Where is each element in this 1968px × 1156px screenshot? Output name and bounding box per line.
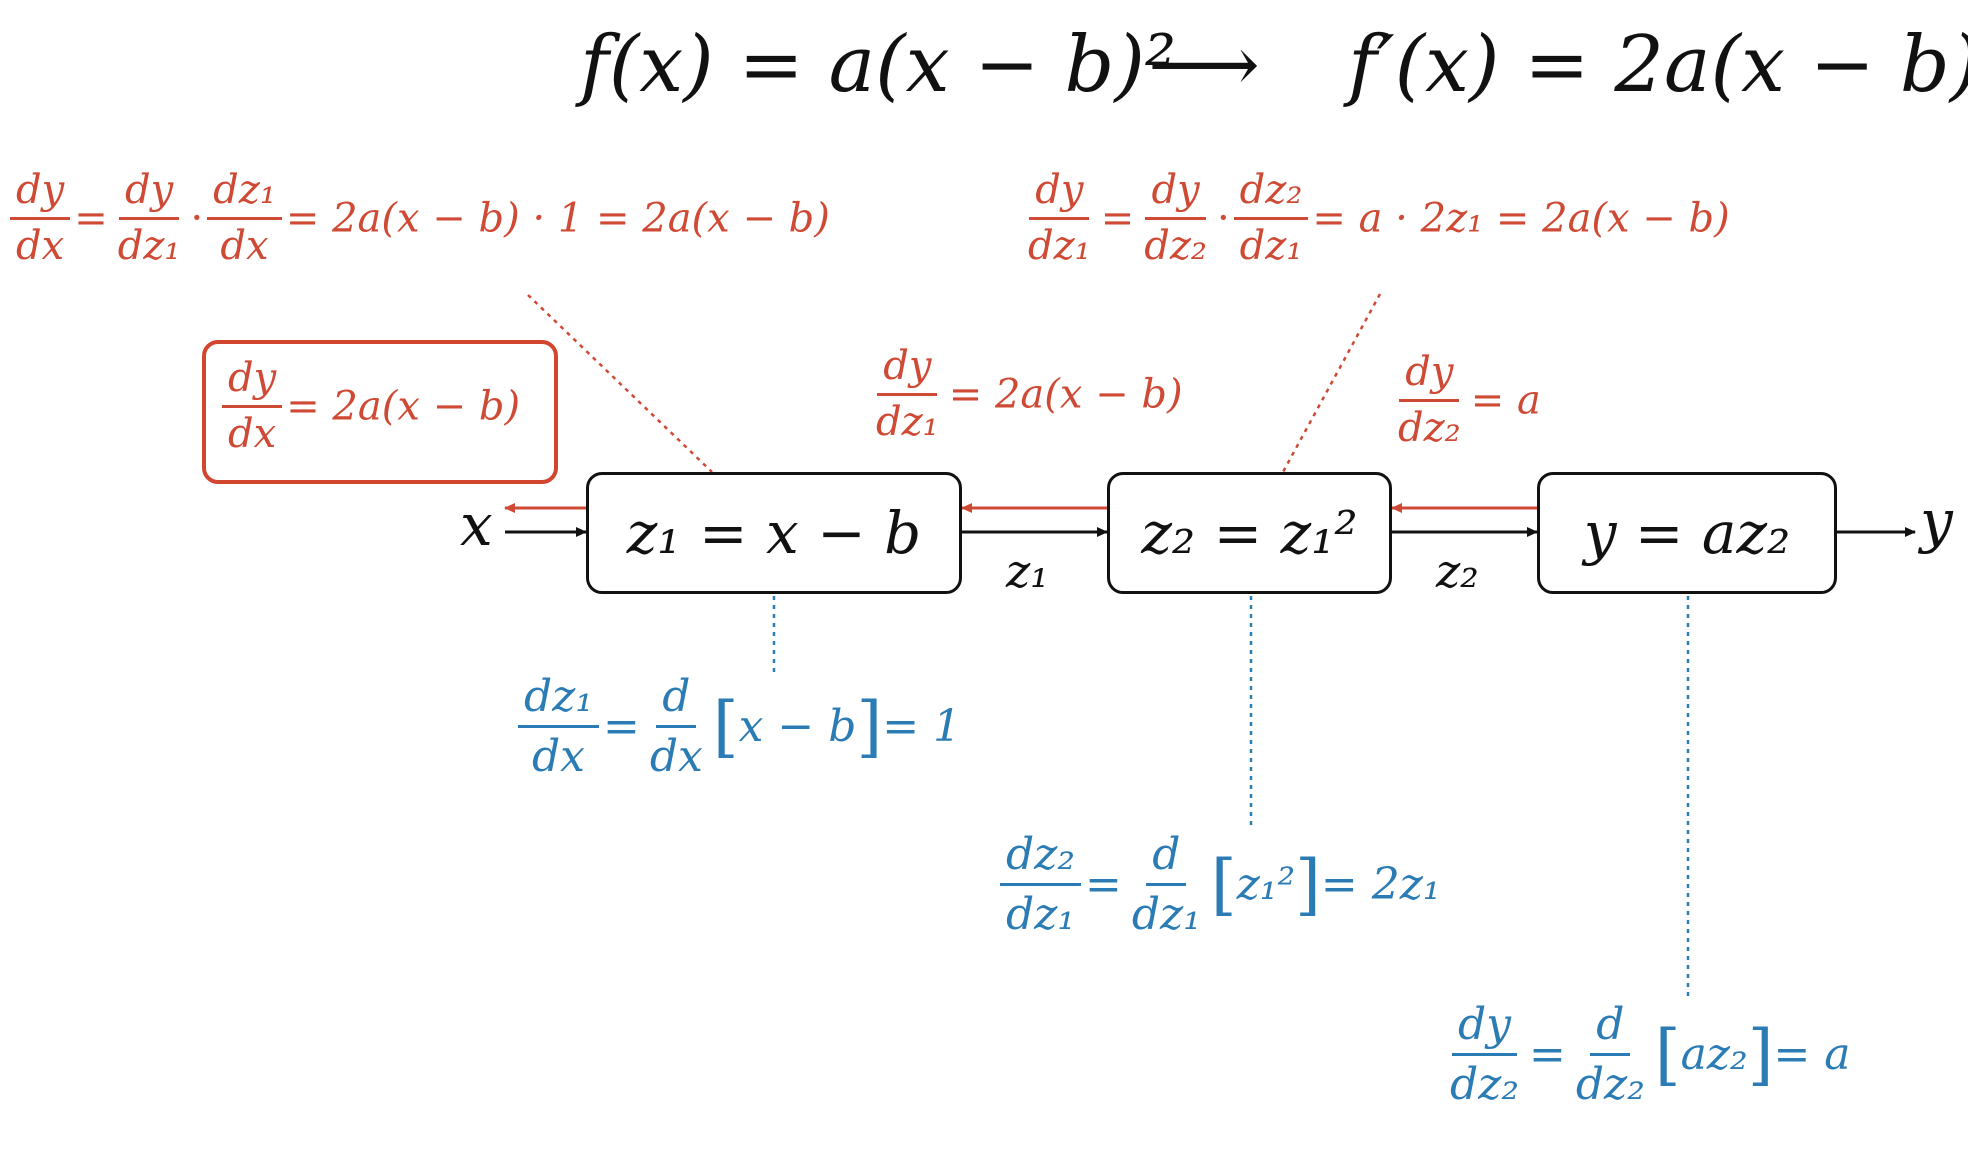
equals-sign: = bbox=[603, 700, 640, 752]
numerator: dz₂ bbox=[1233, 168, 1309, 220]
function-lhs: f(x) bbox=[580, 20, 714, 110]
final-gradient-highlight bbox=[202, 340, 558, 484]
numerator: dz₂ bbox=[1000, 830, 1081, 887]
chain-rule-result: = a · 2z₁ = 2a(x − b) bbox=[1312, 195, 1730, 242]
numerator: dz₁ bbox=[518, 672, 599, 729]
left-bracket: [ bbox=[1654, 1015, 1681, 1093]
node-y-expression: y = az₂ bbox=[1583, 499, 1791, 567]
denominator: dz₁ bbox=[117, 222, 181, 269]
denominator: dz₂ bbox=[1575, 1059, 1645, 1111]
function-formula: f(x) = a(x − b)² bbox=[580, 26, 1176, 104]
node-y: y = az₂ bbox=[1537, 472, 1837, 594]
final-gradient-value: = 2a(x − b) bbox=[286, 383, 521, 430]
denominator: dz₁ bbox=[1006, 889, 1075, 941]
implies-arrow: ⟶ bbox=[1148, 20, 1260, 110]
leader-red-right bbox=[1281, 293, 1382, 473]
numerator: dy bbox=[10, 168, 71, 220]
equals-sign: = bbox=[1085, 858, 1122, 910]
numerator: d bbox=[1146, 830, 1187, 887]
signal-z1-label: z₁ bbox=[1006, 544, 1049, 598]
gradient-value: = 2a(x − b) bbox=[948, 371, 1183, 418]
numerator: dy bbox=[1399, 350, 1460, 402]
node-z2-expression: z₂ = z₁² bbox=[1141, 499, 1358, 567]
local-derivative-value: = 1 bbox=[882, 700, 962, 752]
bracket-argument: az₂ bbox=[1680, 1028, 1748, 1080]
denominator: dz₁ bbox=[1239, 222, 1303, 269]
equals-sign: = bbox=[1529, 1028, 1566, 1080]
node-z1: z₁ = x − b bbox=[586, 472, 962, 594]
denominator: dz₁ bbox=[1131, 889, 1201, 941]
signal-z2-label: z₂ bbox=[1436, 544, 1479, 598]
numerator: d bbox=[1590, 1000, 1631, 1057]
denominator: dx bbox=[649, 731, 703, 783]
denominator: dz₂ bbox=[1144, 222, 1207, 269]
local-derivative-value: = 2z₁ bbox=[1320, 858, 1441, 910]
local-derivative-value: = a bbox=[1773, 1028, 1851, 1080]
equals-sign: = bbox=[74, 195, 108, 242]
bracket-argument: z₁² bbox=[1236, 858, 1296, 910]
node-z1-expression: z₁ = x − b bbox=[626, 499, 922, 567]
numerator: dz₁ bbox=[207, 168, 282, 220]
numerator: dy bbox=[118, 168, 180, 220]
node-z2: z₂ = z₁² bbox=[1107, 472, 1392, 594]
numerator: dy bbox=[222, 356, 283, 408]
gradient-value: = a bbox=[1470, 377, 1541, 424]
left-bracket: [ bbox=[712, 687, 739, 765]
numerator: d bbox=[656, 672, 697, 729]
function-rhs: = a(x − b)² bbox=[738, 20, 1177, 110]
numerator: dy bbox=[1451, 1000, 1518, 1057]
numerator: dy bbox=[1145, 168, 1206, 220]
denominator: dz₂ bbox=[1450, 1059, 1519, 1111]
numerator: dy bbox=[1029, 168, 1090, 220]
right-bracket: ] bbox=[1747, 1015, 1774, 1093]
output-y-label: y bbox=[1920, 487, 1953, 555]
dot-operator: · bbox=[1216, 195, 1230, 242]
bracket-argument: x − b bbox=[738, 700, 857, 752]
left-bracket: [ bbox=[1210, 845, 1237, 923]
denominator: dz₂ bbox=[1398, 404, 1461, 451]
denominator: dz₁ bbox=[1028, 222, 1091, 269]
equals-sign: = bbox=[1100, 195, 1135, 242]
denominator: dx bbox=[532, 731, 585, 783]
derivative-formula: f′(x) = 2a(x − b) bbox=[1348, 26, 1968, 104]
leader-red-left bbox=[527, 294, 713, 473]
denominator: dx bbox=[220, 222, 269, 269]
derivative-lhs: f′(x) bbox=[1348, 20, 1500, 110]
denominator: dz₁ bbox=[876, 398, 939, 445]
input-x-label: x bbox=[460, 491, 493, 559]
dot-operator: · bbox=[190, 195, 204, 242]
chain-rule-result: = 2a(x − b) · 1 = 2a(x − b) bbox=[285, 195, 830, 242]
derivative-rhs: = 2a(x − b) bbox=[1524, 20, 1968, 110]
numerator: dy bbox=[877, 344, 938, 396]
right-bracket: ] bbox=[856, 687, 883, 765]
right-bracket: ] bbox=[1295, 845, 1321, 923]
denominator: dx bbox=[16, 222, 65, 269]
denominator: dx bbox=[228, 410, 277, 457]
